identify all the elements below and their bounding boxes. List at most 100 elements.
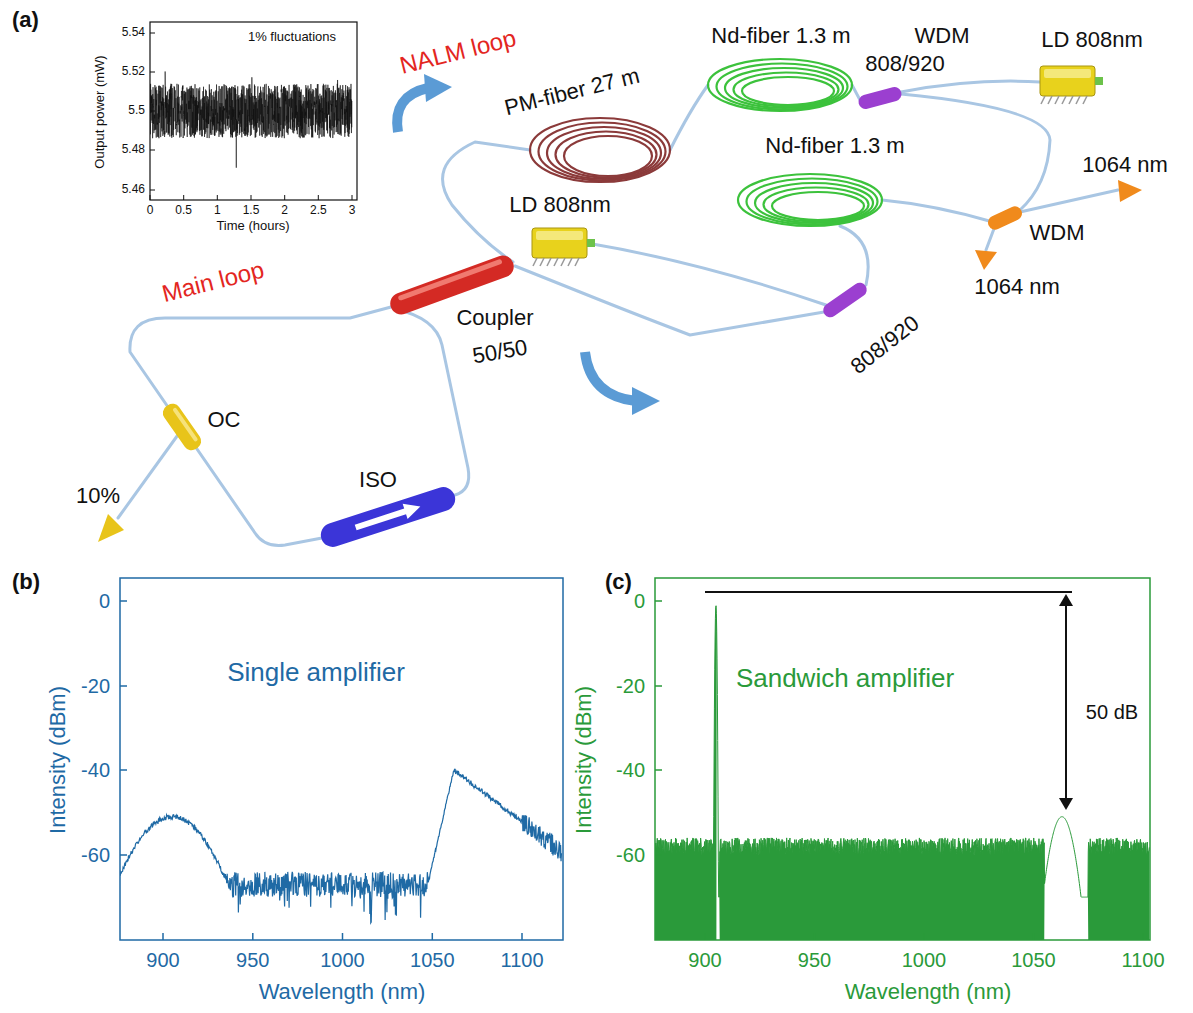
fiber-coil (725, 68, 843, 108)
spectrum-plot (318, 195, 319, 200)
spectrum-plot (655, 606, 1149, 940)
spectrum-plot (150, 190, 155, 191)
figure-label: Time (hours) (216, 219, 289, 233)
dynamic-range-marker (1059, 594, 1073, 606)
figure-label: 0 (99, 590, 110, 612)
spectrum-plot (252, 933, 254, 940)
figure-label: Nd-fiber 1.3 m (765, 134, 904, 158)
isolator-symbol (318, 484, 459, 550)
figure-label: 3 (349, 204, 356, 217)
spectrum-plot (120, 769, 561, 923)
fiber-coil (764, 188, 869, 222)
figure-label: 1 (214, 204, 221, 217)
figure-label: Coupler (456, 306, 533, 330)
figure-label: ISO (359, 468, 397, 492)
spectrum-plot (150, 195, 151, 200)
laser-diode (532, 228, 587, 258)
spectrum-plot (251, 195, 252, 200)
figure-label: 900 (688, 949, 721, 971)
figure-label: 808/920 (846, 311, 924, 379)
laser-diode (536, 231, 583, 240)
inset-frame (150, 22, 357, 200)
direction-arrow (585, 352, 636, 401)
spectrum-plot (1142, 933, 1144, 940)
laser-diode (532, 228, 595, 266)
spectrum-plot (655, 606, 1149, 897)
optical-fiber (901, 81, 1040, 92)
output-coupler-symbol (160, 401, 205, 454)
output-port (98, 514, 124, 542)
figure-label: Intensity (dBm) (46, 686, 70, 834)
figure-label: WDM (915, 24, 970, 48)
output-port (1118, 180, 1142, 202)
figure-label: -20 (616, 675, 645, 697)
laser-diode (547, 258, 551, 266)
optical-fiber (901, 94, 1050, 211)
wdm-symbol (857, 86, 903, 111)
figure-label: 5.54 (122, 26, 145, 39)
spectrum-plot (284, 195, 285, 200)
optical-fiber (395, 309, 469, 495)
figure-label: LD 808nm (509, 193, 611, 217)
spectrum-plot (150, 72, 155, 73)
optical-fiber (882, 200, 993, 222)
figure-label: -60 (616, 844, 645, 866)
laser-diode (1048, 96, 1052, 104)
laser-diode (1062, 96, 1066, 104)
laser-diode (561, 258, 565, 266)
laser-diode (575, 258, 579, 266)
output-coupler-symbol (172, 407, 198, 442)
dynamic-range-marker (705, 591, 1072, 593)
spectrum-plot (923, 933, 925, 940)
figure-label: 808/920 (865, 52, 945, 76)
isolator-symbol (318, 484, 459, 550)
spectrum-plot (120, 769, 127, 771)
figure-label: 950 (798, 949, 831, 971)
fiber-coil (717, 64, 848, 110)
optical-fiber (986, 226, 995, 250)
spectrum-plot (120, 600, 127, 602)
figure-label: 1064 nm (974, 275, 1060, 299)
figure-label: 1050 (410, 949, 455, 971)
spectrum-plot (150, 71, 352, 167)
figure-label: 0 (147, 204, 154, 217)
figure-label: Wavelength (nm) (259, 980, 426, 1004)
figure-label: WDM (1030, 221, 1085, 245)
figure-label: 950 (236, 949, 269, 971)
laser-diode (540, 258, 544, 266)
laser-diode (1044, 69, 1091, 78)
figure-label: (b) (12, 570, 40, 594)
dynamic-range-marker (1065, 604, 1067, 800)
spectrum-plot (1033, 933, 1035, 940)
figure-label: 900 (146, 949, 179, 971)
optical-fiber (118, 432, 180, 518)
direction-arrow (397, 74, 660, 415)
laser-diode (1076, 96, 1080, 104)
spectrum-plot (120, 685, 127, 687)
figure-label: 1064 nm (1082, 153, 1168, 177)
figure-label: LD 808nm (1041, 28, 1143, 52)
figure-label: OC (208, 408, 241, 432)
figure-label: 0 (634, 590, 645, 612)
wdm-symbol (857, 86, 903, 111)
output-coupler-symbol (160, 401, 205, 454)
fiber-coil (734, 73, 839, 107)
figure-label: Nd-fiber 1.3 m (711, 24, 850, 48)
wdm-symbol (821, 280, 870, 320)
figure-label: Sandwich amplifier (736, 664, 954, 693)
figure-label: 2 (281, 204, 288, 217)
figure-label: (c) (605, 570, 632, 594)
direction-arrow (424, 74, 452, 102)
wdm-symbol (821, 280, 870, 320)
figure-label: -40 (616, 759, 645, 781)
optical-fiber (1020, 190, 1118, 212)
figure-label: Output power (mW) (93, 55, 107, 168)
spectrum-plot (162, 933, 164, 940)
coupler-symbol (398, 259, 503, 301)
spectrum-plot (814, 933, 816, 940)
figure-label: Main loop (159, 257, 266, 308)
optical-fiber (130, 307, 391, 546)
spectrum-plot (120, 33, 1149, 940)
